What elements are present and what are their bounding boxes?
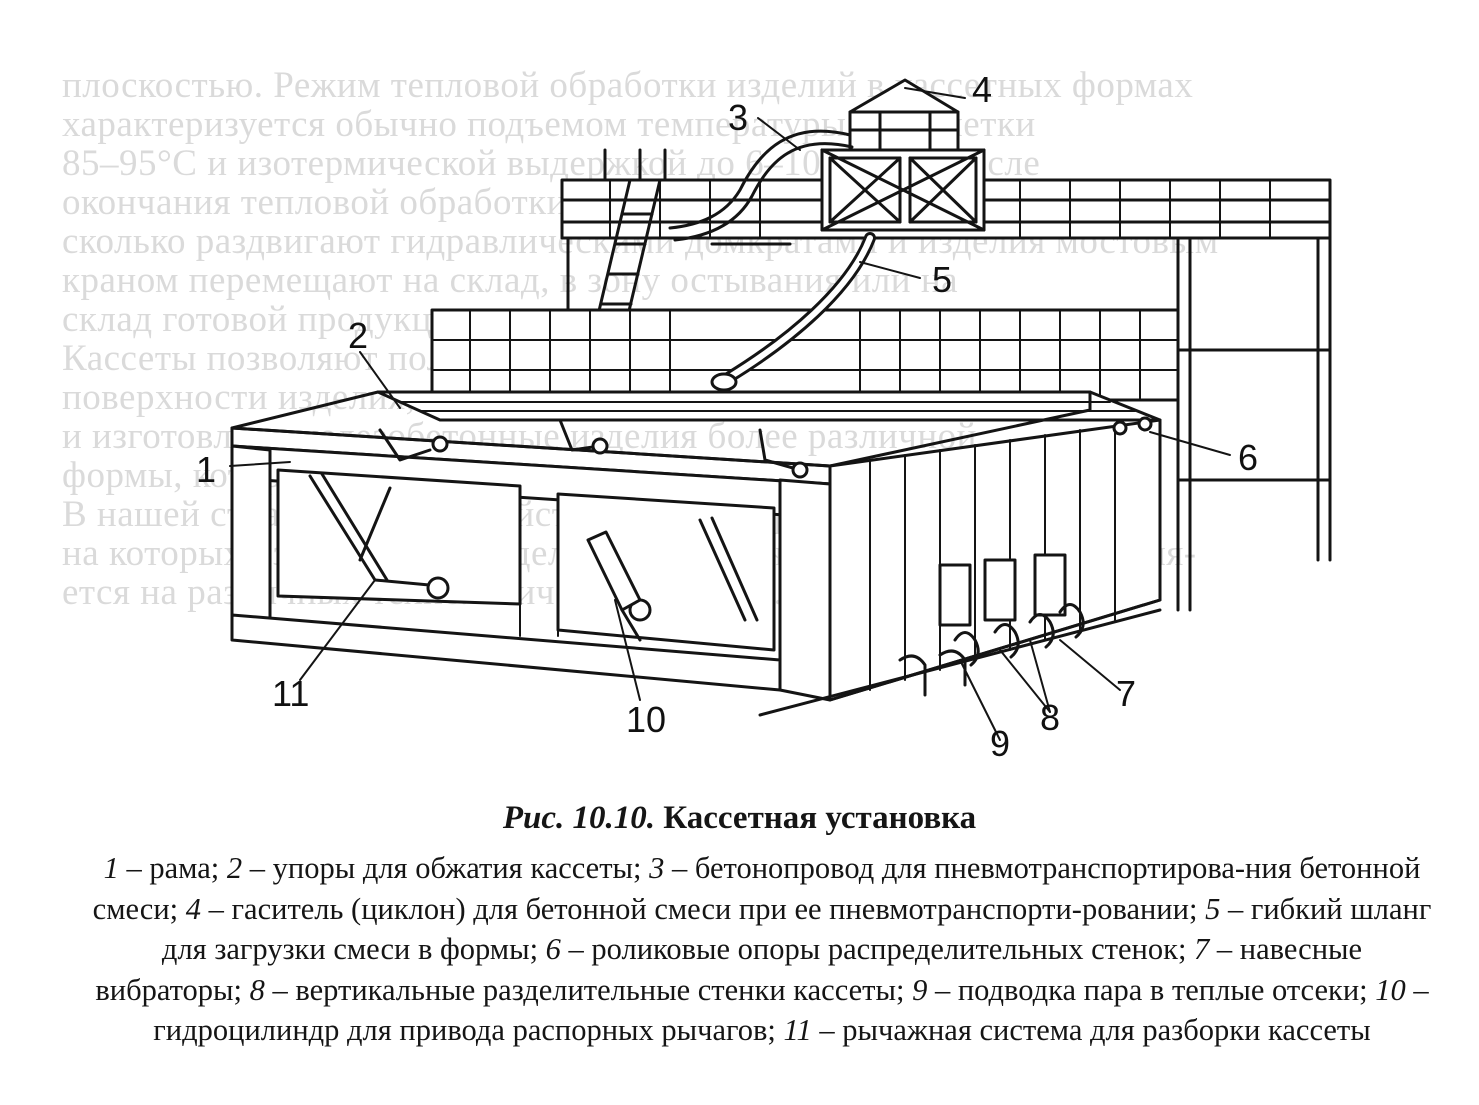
figure-caption-title: Рис. 10.10. Кассетная установка (0, 800, 1479, 837)
legend-number: 9 (912, 972, 928, 1007)
label-3: 3 (728, 97, 749, 138)
legend-number: 11 (783, 1013, 812, 1047)
bleed-through-line: плоскостью. Режим тепловой обработки изд… (62, 66, 1194, 106)
legend-number: 7 (1194, 932, 1210, 966)
legend-text: роликовые опоры распределительных стенок (591, 932, 1178, 966)
label-5: 5 (932, 259, 953, 300)
label-10: 10 (626, 699, 667, 740)
figure-title: Кассетная установка (663, 800, 977, 836)
legend-text: гибкий шланг для загрузки смеси в формы (161, 891, 1432, 967)
vibrators (953, 603, 1085, 667)
label-1: 1 (196, 449, 217, 490)
legend-number: 8 (249, 972, 265, 1007)
legend-number: 4 (185, 891, 202, 926)
roller-supports (1112, 416, 1153, 436)
legend-text: гаситель (циклон) для бетонной смеси при… (231, 891, 1189, 926)
cassette-walls (758, 418, 1162, 717)
label-2: 2 (348, 315, 369, 356)
legend-number: 5 (1205, 891, 1221, 926)
legend-text: рама (149, 851, 211, 885)
lever-system (308, 418, 809, 622)
concrete-pipeline (668, 129, 854, 242)
legend-number: 2 (226, 851, 243, 885)
legend-number: 10 (1375, 972, 1406, 1007)
label-4: 4 (972, 69, 993, 110)
figure-number: Рис. 10.10. (502, 800, 655, 836)
cassette-installation-drawing (229, 78, 1332, 741)
legend-number: 1 (103, 851, 119, 885)
cassette-top (376, 390, 1162, 422)
label-11: 11 (272, 673, 310, 714)
flexible-hose (710, 232, 876, 392)
bleed-through-line: краном перемещают на склад, в зону остыв… (62, 260, 959, 301)
figure-legend: 1 – рама; 2 – упоры для обжатия кассеты;… (92, 851, 1432, 1047)
label-6: 6 (1238, 437, 1259, 478)
label-8: 8 (1040, 697, 1061, 738)
legend-text: вертикальные разделительные стенки кассе… (295, 972, 896, 1007)
bleed-through-line: склад готовой продукции. (62, 299, 483, 340)
legend-text: подводка пара в теплые отсеки (957, 972, 1360, 1007)
label-9: 9 (990, 723, 1011, 764)
steam-supply (898, 649, 967, 697)
legend-text: бетонопровод для пневмотранспортирова-ни… (92, 851, 1421, 926)
label-7: 7 (1116, 673, 1137, 714)
cyclone-extinguisher (820, 78, 986, 232)
hydraulic-cylinder (586, 530, 642, 642)
legend-text: упоры для обжатия кассеты (272, 851, 634, 885)
leader-lines (229, 87, 1231, 741)
back-wall (430, 308, 1180, 402)
legend-text: навесные вибраторы (95, 932, 1363, 1007)
legend-number: 3 (649, 851, 665, 885)
legend-number: 6 (545, 932, 561, 966)
legend-text: гидроцилиндр для привода распорных рычаг… (153, 1013, 768, 1047)
legend-text: рычажная система для разборки кассеты (842, 1013, 1371, 1047)
